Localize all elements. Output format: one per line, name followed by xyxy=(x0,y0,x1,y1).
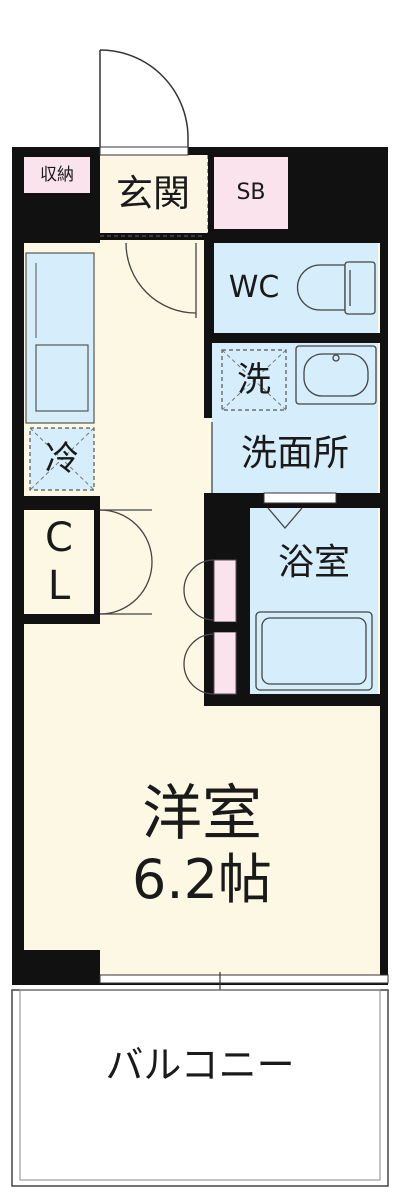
inner-walls xyxy=(12,147,388,985)
side-storage-1 xyxy=(213,559,237,623)
entrance-floor xyxy=(100,155,208,233)
closet-box xyxy=(24,510,94,614)
main-room-size: 6.2帖 xyxy=(132,848,272,911)
closet-label: C L xyxy=(24,512,94,612)
entrance-door-frame xyxy=(99,146,189,156)
shoe-box-label: SB xyxy=(236,180,266,205)
bathroom-label: 浴室 xyxy=(277,542,350,583)
toilet-icon xyxy=(296,261,376,315)
storage-label: 収納 xyxy=(40,164,74,185)
balcony-area xyxy=(11,989,389,1187)
bath-door xyxy=(263,492,337,504)
main-room-label: 洋室 xyxy=(142,779,262,849)
balcony-window xyxy=(99,974,389,984)
balcony-label: バルコニー xyxy=(105,1043,295,1087)
shoe-box xyxy=(214,157,288,229)
bathtub-icon xyxy=(255,611,373,691)
front-door xyxy=(99,49,189,150)
closet-label-line2: L xyxy=(47,563,71,609)
storage-box xyxy=(24,157,90,193)
door-swings xyxy=(99,242,303,695)
closet-label-line1: C xyxy=(45,515,73,561)
entrance-label: 玄関 xyxy=(116,171,190,215)
washbasin-icon xyxy=(295,345,377,405)
toilet-label: WC xyxy=(228,270,280,305)
kitchen-sink xyxy=(35,344,89,412)
side-storage-2 xyxy=(213,631,237,695)
washroom-label: 洗面所 xyxy=(240,433,349,474)
fridge-label: 冷 xyxy=(45,439,79,479)
washer-label: 洗 xyxy=(237,360,271,400)
